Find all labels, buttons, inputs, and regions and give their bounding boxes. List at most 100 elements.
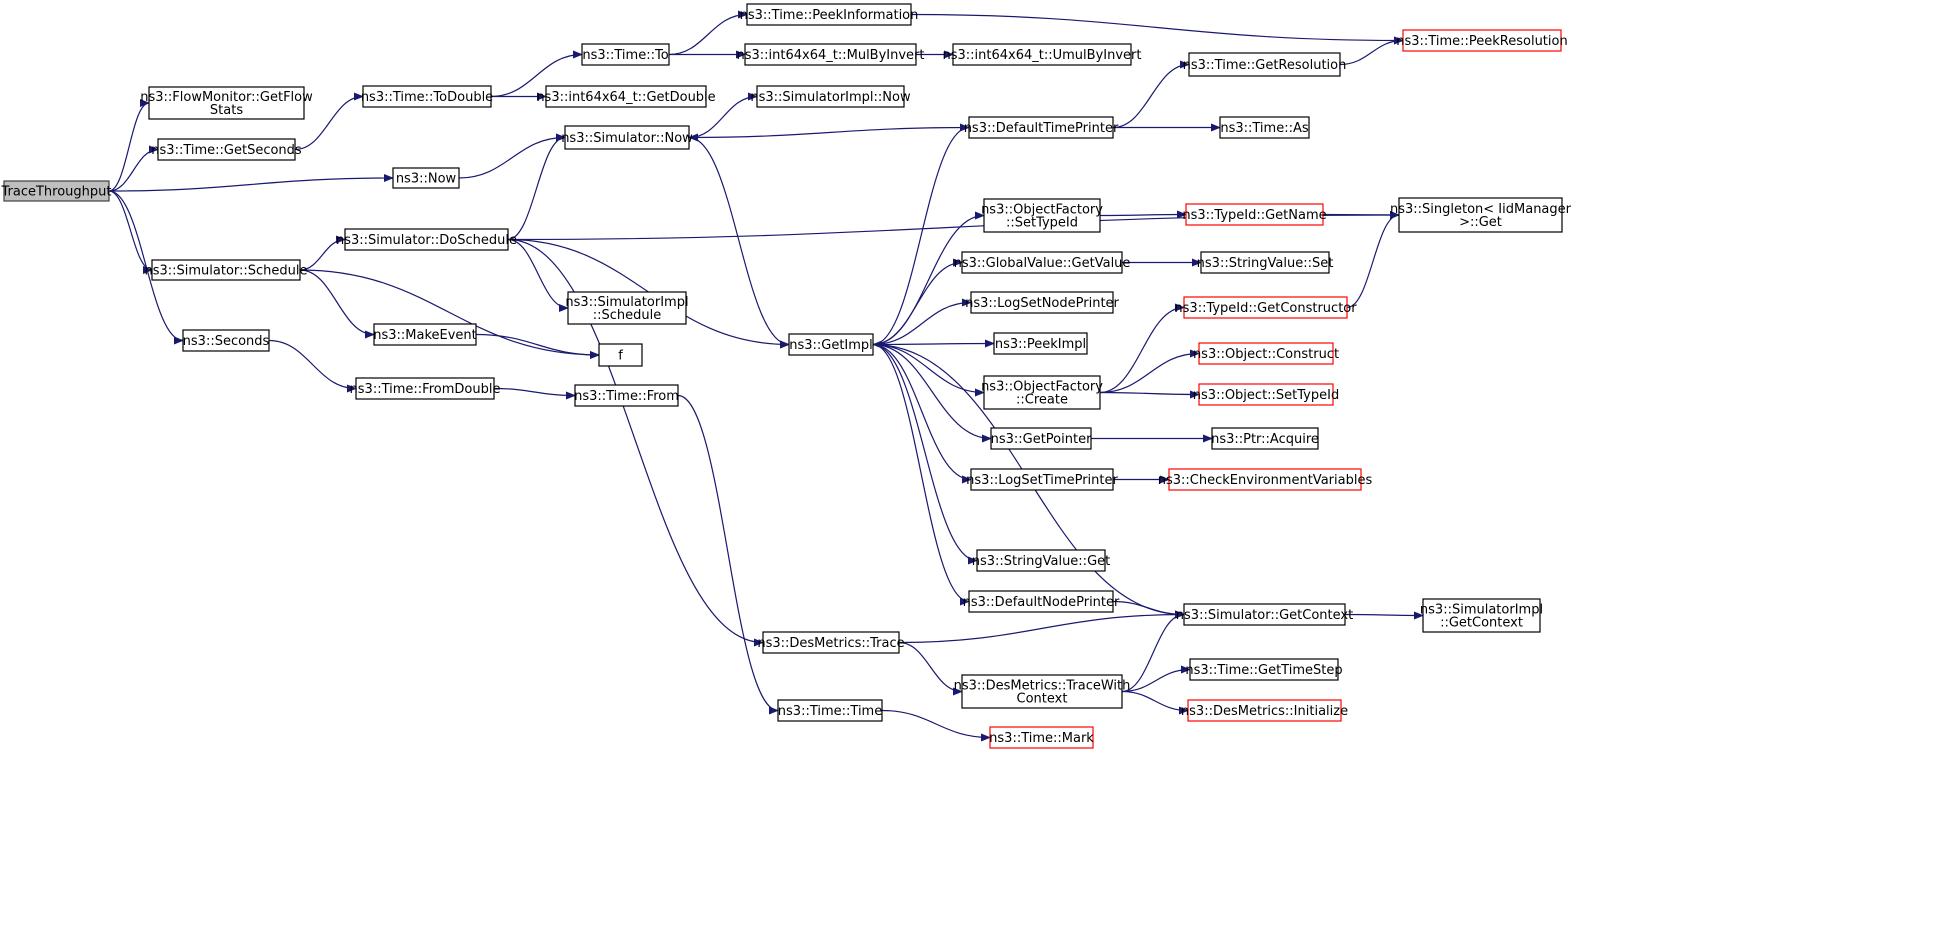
node-seconds[interactable]: ns3::Seconds: [182, 329, 270, 352]
node-stringvalue-set[interactable]: ns3::StringValue::Set: [1197, 251, 1334, 274]
node-time-getresolution[interactable]: ns3::Time::GetResolution: [1183, 52, 1347, 77]
node-object-construct[interactable]: ns3::Object::Construct: [1193, 342, 1339, 365]
node-typeid-getname[interactable]: ns3::TypeId::GetName: [1182, 203, 1327, 226]
node-label: ns3::Time::PeekResolution: [1396, 34, 1567, 49]
node-time-mark[interactable]: ns3::Time::Mark: [989, 726, 1094, 749]
node-defaulttimeprinter[interactable]: ns3::DefaultTimePrinter: [964, 116, 1119, 139]
node-time-todouble[interactable]: ns3::Time::ToDouble: [361, 85, 493, 108]
node-label: ns3::SimulatorImpl: [1420, 603, 1543, 618]
edge-trace-throughput-to-seconds: [108, 190, 184, 345]
node-time-to[interactable]: ns3::Time::To: [581, 43, 670, 66]
node-simulatorimpl-schedule[interactable]: ns3::SimulatorImpl::Schedule: [565, 291, 689, 325]
node-logsettimeprinter[interactable]: ns3::LogSetTimePrinter: [966, 468, 1118, 491]
node-box: [968, 590, 1114, 613]
edge-simulator-schedule-to-makeevent: [299, 269, 375, 339]
node-label: ns3::TypeId::GetConstructor: [1174, 301, 1357, 316]
node-objectfactory-settypeid[interactable]: ns3::ObjectFactory::SetTypeId: [981, 198, 1103, 233]
node-box: [151, 259, 301, 281]
edge-objectfactory-create-to-object-construct: [1099, 349, 1200, 394]
node-peekimpl[interactable]: ns3::PeekImpl: [993, 332, 1088, 355]
node-label: ::SetTypeId: [1006, 216, 1078, 231]
edge-trace-throughput-to-simulator-schedule: [108, 190, 153, 274]
node-defaultnodeprinter[interactable]: ns3::DefaultNodePrinter: [963, 590, 1120, 613]
node-label: ns3::PeekImpl: [995, 337, 1086, 352]
node-time-from[interactable]: ns3::Time::From: [574, 384, 679, 407]
node-now[interactable]: ns3::Now: [392, 167, 460, 189]
node-box: [1211, 427, 1319, 450]
node-label: ns3::Object::SetTypeId: [1193, 388, 1339, 403]
node-label: ns3::GetImpl: [789, 338, 873, 353]
edge-simulator-getcontext-to-simulatorimpl-getcontext: [1344, 611, 1424, 620]
node-simulatorimpl-now[interactable]: ns3::SimulatorImpl::Now: [750, 85, 911, 108]
edge-desmetrics-trace-to-desmetrics-tracewithcontext: [898, 641, 963, 696]
edge-trace-throughput-to-now: [108, 174, 394, 192]
node-objectfactory-create[interactable]: ns3::ObjectFactory::Create: [981, 375, 1103, 410]
node-box: [148, 86, 305, 120]
node-box: [564, 125, 690, 150]
edge-getimpl-to-peekimpl: [872, 339, 995, 348]
node-label: ns3::LogSetTimePrinter: [966, 473, 1118, 488]
node-simulator-getcontext[interactable]: ns3::Simulator::GetContext: [1176, 603, 1353, 626]
node-time-peekinformation[interactable]: ns3::Time::PeekInformation: [740, 3, 919, 26]
edge-getimpl-to-defaulttimeprinter: [872, 123, 970, 346]
node-makeevent[interactable]: ns3::MakeEvent: [373, 323, 477, 346]
node-f[interactable]: f: [598, 343, 643, 367]
node-label: ns3::Simulator::Now: [561, 131, 693, 146]
node-time-time[interactable]: ns3::Time::Time: [777, 699, 883, 722]
node-box: [756, 85, 905, 108]
node-ptr-acquire[interactable]: ns3::Ptr::Acquire: [1211, 427, 1319, 450]
node-box: [961, 674, 1123, 709]
node-box: [567, 291, 687, 325]
node-getimpl[interactable]: ns3::GetImpl: [788, 333, 874, 356]
edge-objectfactory-create-to-typeid-getconstructor: [1099, 303, 1185, 394]
node-label: ns3::Time::From: [574, 389, 679, 404]
edge-desmetrics-trace-to-simulator-getcontext: [898, 610, 1185, 644]
node-time-as[interactable]: ns3::Time::As: [1219, 116, 1310, 139]
node-logsetnodeprinter[interactable]: ns3::LogSetNodePrinter: [965, 291, 1120, 314]
node-box: [746, 3, 912, 26]
node-time-gettimestep[interactable]: ns3::Time::GetTimeStep: [1185, 658, 1343, 681]
node-box: [598, 343, 643, 367]
node-label: f: [618, 349, 623, 364]
node-globalvalue-getvalue[interactable]: ns3::GlobalValue::GetValue: [954, 251, 1131, 274]
node-stringvalue-get[interactable]: ns3::StringValue::Get: [972, 549, 1110, 572]
node-time-getseconds[interactable]: ns3::Time::GetSeconds: [151, 138, 302, 161]
node-label: ::Schedule: [593, 308, 662, 323]
node-box: [976, 549, 1106, 572]
node-label: ns3::int64x64_t::MulByInvert: [736, 48, 924, 63]
node-desmetrics-initialize[interactable]: ns3::DesMetrics::Initialize: [1181, 699, 1348, 722]
node-time-fromdouble[interactable]: ns3::Time::FromDouble: [350, 377, 501, 400]
node-trace-throughput[interactable]: TraceThroughput: [1, 180, 112, 202]
node-simulator-doschedule[interactable]: ns3::Simulator::DoSchedule: [336, 228, 517, 251]
node-getpointer[interactable]: ns3::GetPointer: [990, 427, 1092, 450]
node-int64-getdouble[interactable]: ns3::int64x64_t::GetDouble: [536, 85, 716, 108]
node-typeid-getconstructor[interactable]: ns3::TypeId::GetConstructor: [1174, 296, 1357, 319]
node-label: ns3::Time::To: [582, 48, 668, 63]
node-checkenvironmentvariables[interactable]: ns3::CheckEnvironmentVariables: [1158, 468, 1373, 491]
node-box: [362, 85, 492, 108]
node-box: [344, 228, 509, 251]
edge-simulator-doschedule-to-desmetrics-trace: [507, 238, 764, 647]
edge-time-todouble-to-time-to: [490, 50, 583, 98]
node-time-peekresolution[interactable]: ns3::Time::PeekResolution: [1396, 29, 1568, 52]
node-singleton-get[interactable]: ns3::Singleton< IidManager>::Get: [1390, 197, 1572, 233]
edge-defaulttimeprinter-to-simulator-now: [688, 126, 970, 142]
node-label: ns3::CheckEnvironmentVariables: [1158, 473, 1373, 488]
node-simulatorimpl-getcontext[interactable]: ns3::SimulatorImpl::GetContext: [1420, 598, 1543, 633]
node-box: [777, 699, 883, 722]
edges-layer: [108, 10, 1424, 742]
node-simulator-schedule[interactable]: ns3::Simulator::Schedule: [144, 259, 308, 281]
node-label: ns3::Now: [396, 172, 457, 187]
node-box: [1402, 29, 1562, 52]
node-simulator-now[interactable]: ns3::Simulator::Now: [561, 125, 693, 150]
node-int64-mulbyinvert[interactable]: ns3::int64x64_t::MulByInvert: [736, 43, 925, 66]
edge-simulator-doschedule-to-simulatorimpl-schedule: [507, 238, 569, 312]
node-int64-umulbyinvert[interactable]: ns3::int64x64_t::UmulByInvert: [943, 43, 1142, 66]
node-box: [990, 427, 1092, 450]
node-desmetrics-trace[interactable]: ns3::DesMetrics::Trace: [757, 631, 905, 654]
edge-time-getresolution-to-time-peekresolution: [1339, 36, 1404, 66]
node-object-settypeid[interactable]: ns3::Object::SetTypeId: [1193, 383, 1339, 406]
edge-getimpl-to-getpointer: [872, 343, 992, 443]
